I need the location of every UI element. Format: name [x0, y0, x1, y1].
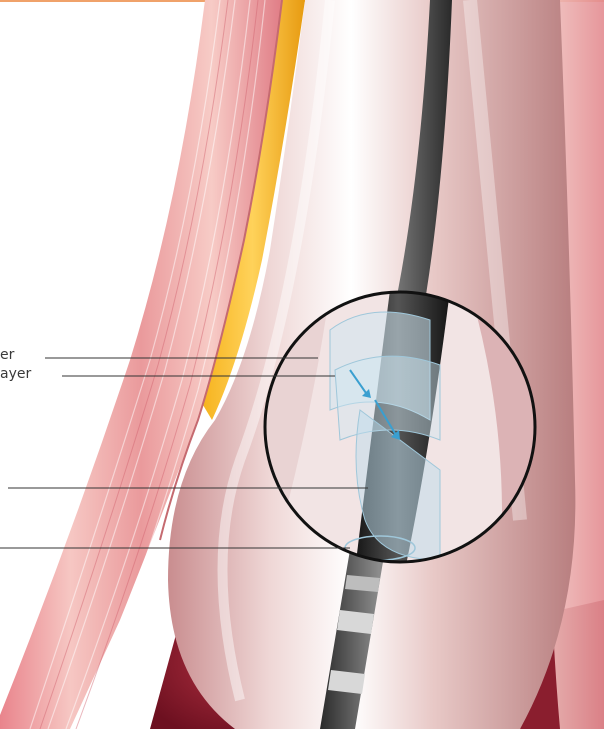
callout-label-1: er	[0, 348, 14, 362]
callout-label-2: ayer	[0, 367, 31, 381]
